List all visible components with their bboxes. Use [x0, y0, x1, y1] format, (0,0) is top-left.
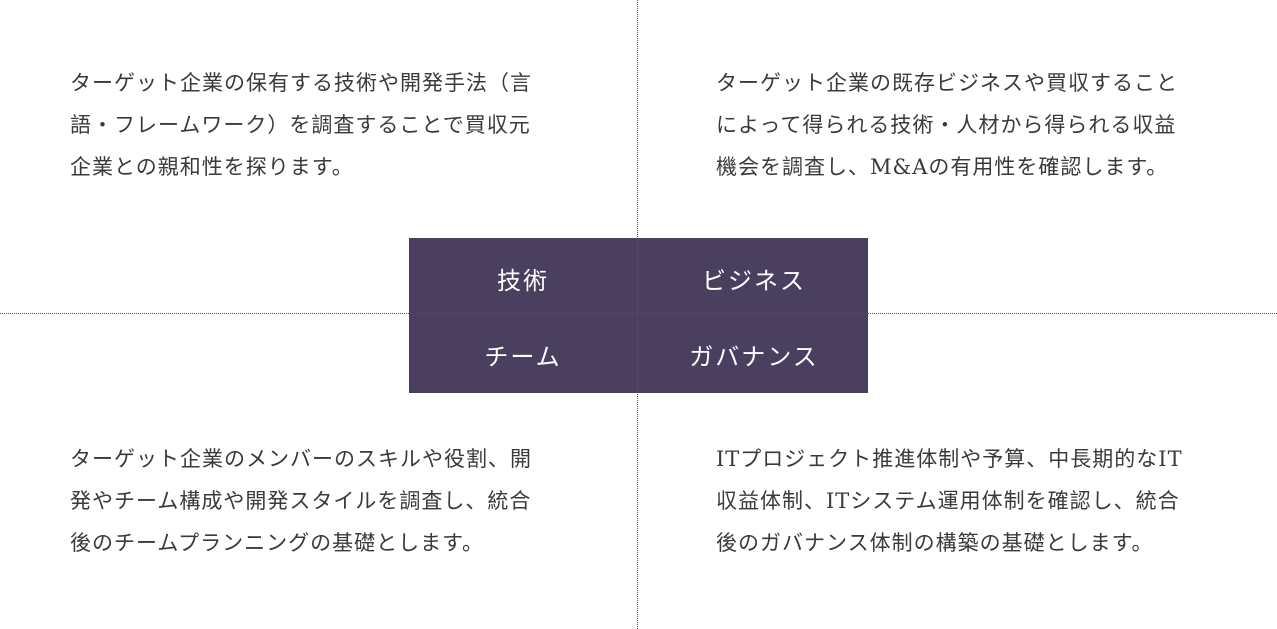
business-description-line: によって得られる技術・人材から得られる収益: [716, 113, 1177, 137]
vertical-divider: [637, 0, 638, 629]
label-governance: ガバナンス: [689, 343, 819, 371]
team-description-line: ターゲット企業のメンバーのスキルや役割、開: [70, 447, 532, 471]
horizontal-divider: [0, 313, 1277, 314]
team-description: ターゲット企業のメンバーのスキルや役割、開 発やチーム構成や開発スタイルを調査し…: [70, 438, 560, 564]
technology-description: ターゲット企業の保有する技術や開発手法（言 語・フレームワーク）を調査することで…: [70, 62, 560, 188]
label-technology: 技術: [497, 267, 549, 295]
governance-description-line: ITプロジェクト推進体制や予算、中長期的なIT: [716, 447, 1183, 471]
governance-description-line: 収益体制、ITシステム運用体制を確認し、統合: [716, 489, 1180, 513]
governance-description: ITプロジェクト推進体制や予算、中長期的なIT 収益体制、ITシステム運用体制を…: [716, 438, 1206, 564]
center-matrix-box: [409, 238, 868, 393]
technology-description-line: 語・フレームワーク）を調査することで買収元: [70, 113, 531, 137]
business-description-line: 機会を調査し、M&Aの有用性を確認します。: [716, 155, 1169, 179]
label-business: ビジネス: [702, 267, 806, 295]
team-description-line: 発やチーム構成や開発スタイルを調査し、統合: [70, 489, 532, 513]
team-description-line: 後のチームプランニングの基礎とします。: [70, 531, 485, 555]
label-team: チーム: [484, 343, 562, 371]
governance-description-line: 後のガバナンス体制の構築の基礎とします。: [716, 531, 1154, 555]
business-description: ターゲット企業の既存ビジネスや買収すること によって得られる技術・人材から得られ…: [716, 62, 1206, 188]
technology-description-line: ターゲット企業の保有する技術や開発手法（言: [70, 71, 532, 95]
technology-description-line: 企業との親和性を探ります。: [70, 155, 354, 179]
business-description-line: ターゲット企業の既存ビジネスや買収すること: [716, 71, 1178, 95]
